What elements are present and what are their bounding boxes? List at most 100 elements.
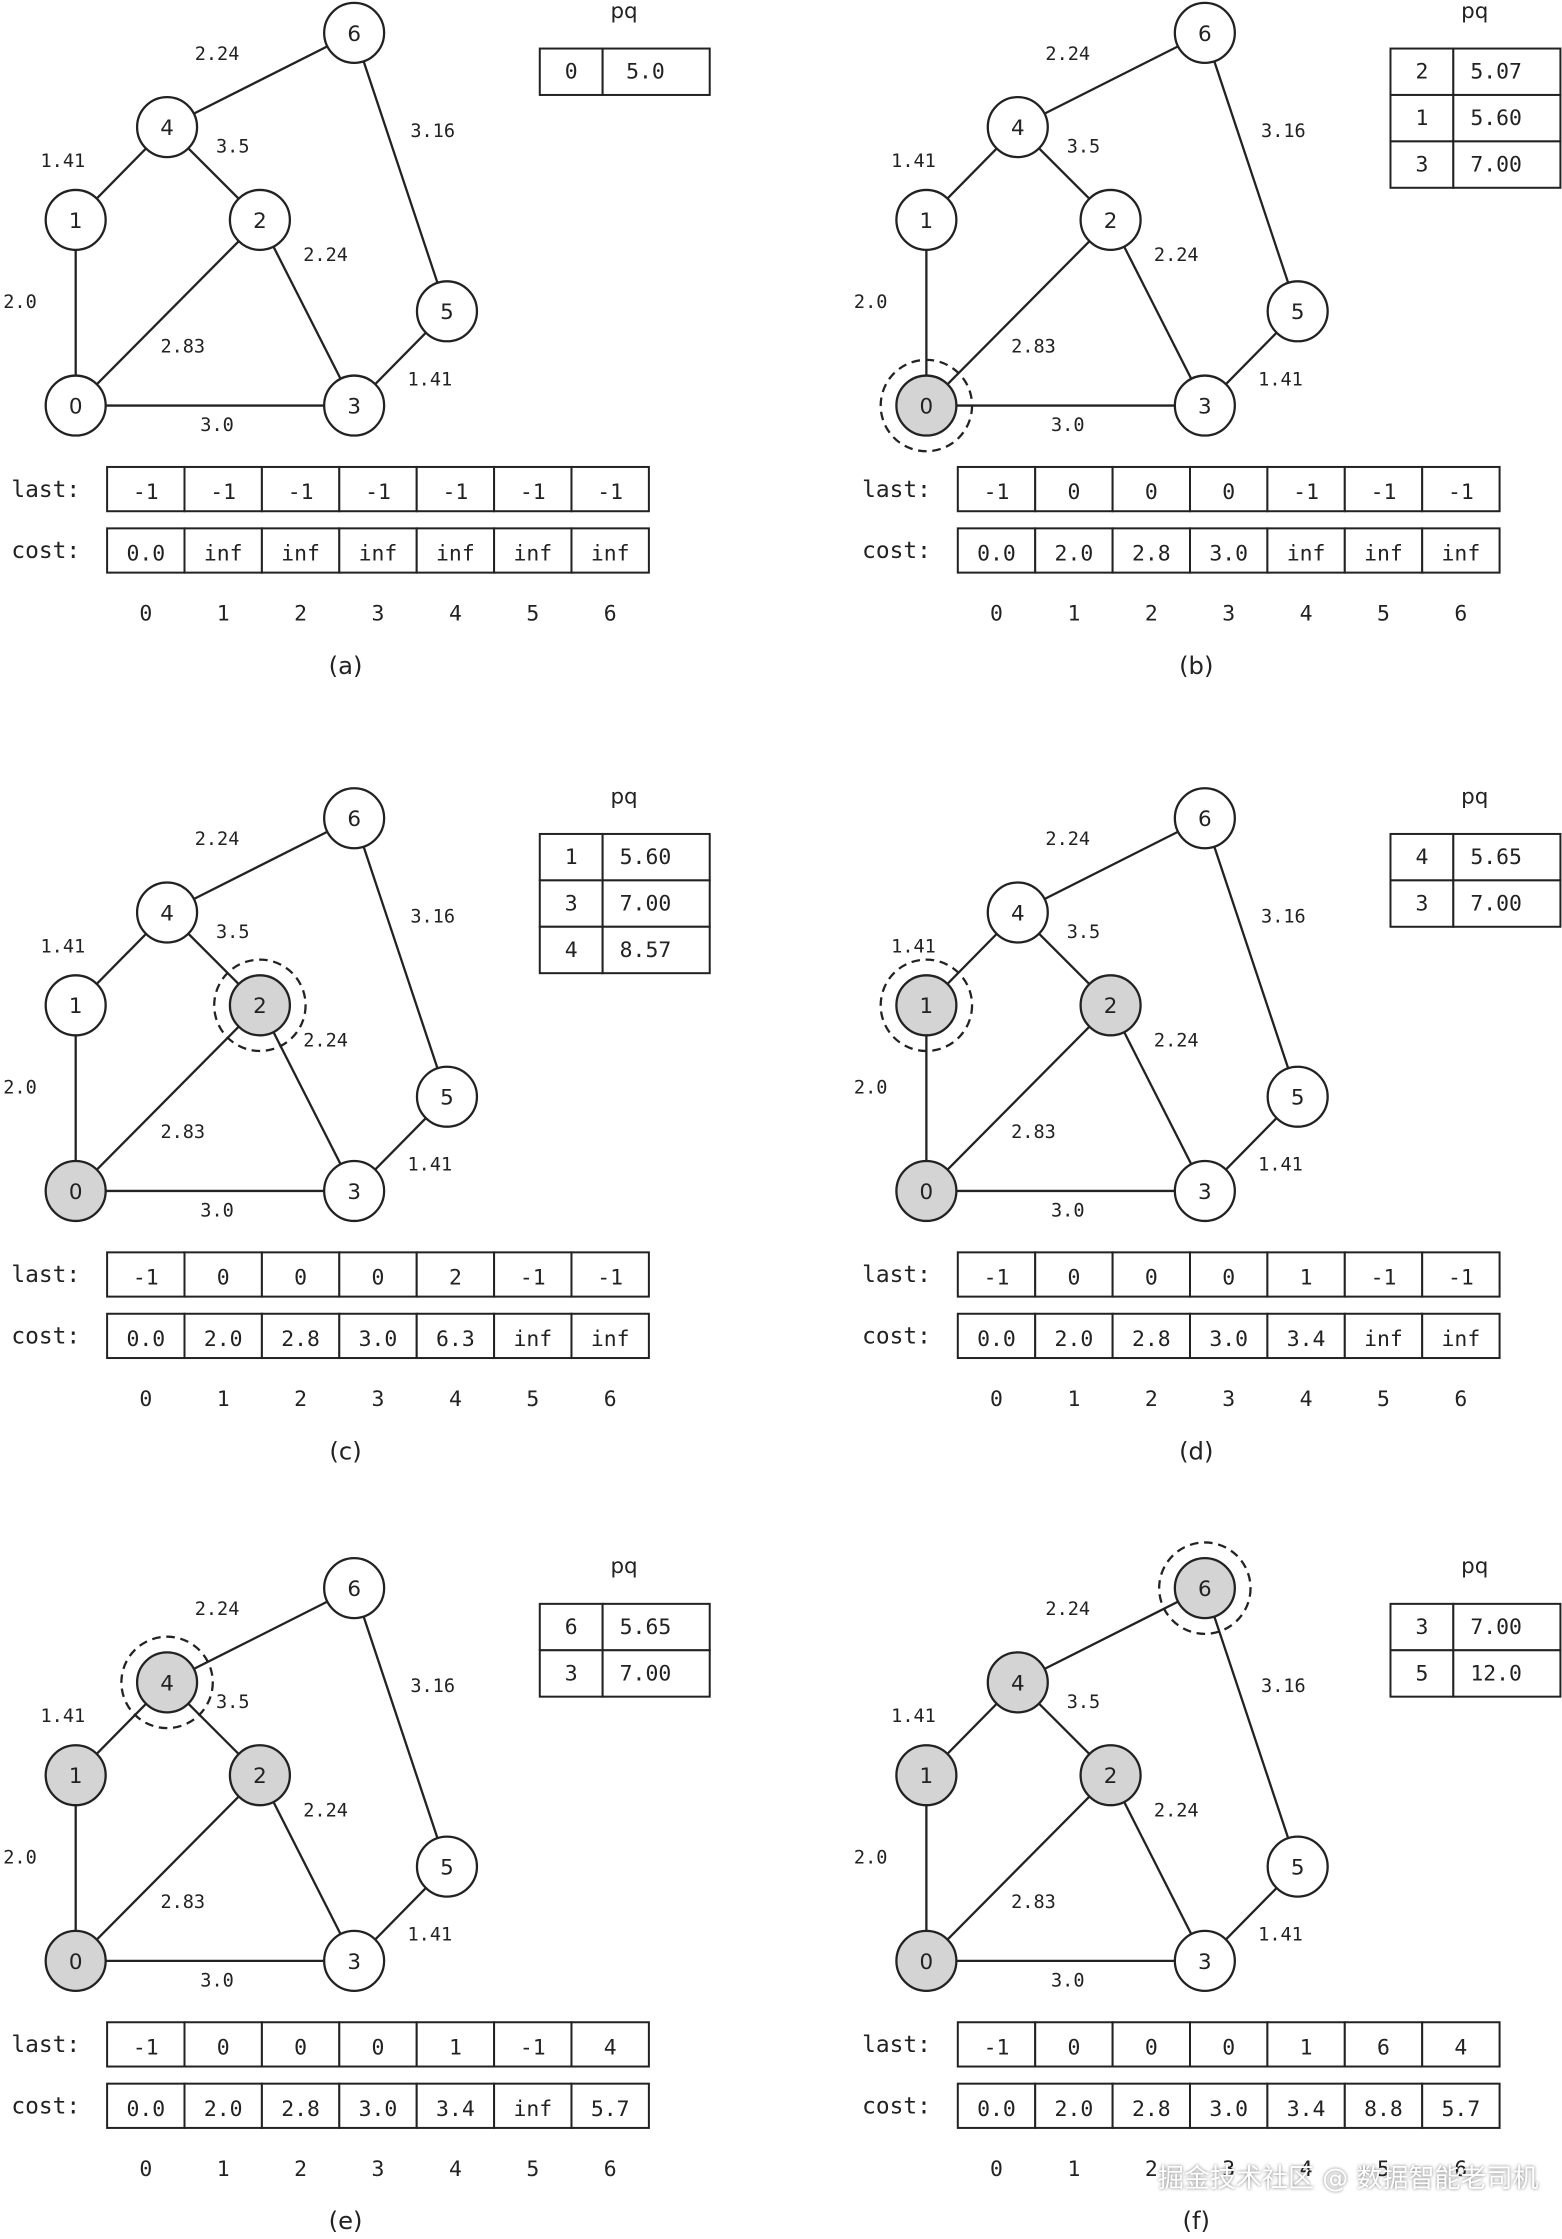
node-1 [895,1744,958,1807]
cost-value: inf [513,542,552,567]
node-label-2: 2 [1104,994,1118,1019]
last-value: 0 [294,2035,307,2060]
edge-2-3 [258,219,356,407]
cost-cell [956,2082,1037,2129]
edge-weight-3-5: 1.41 [1258,1155,1303,1176]
edge-0-2 [925,1774,1112,1962]
last-value: -1 [984,480,1010,505]
node-label-5: 5 [1291,1856,1305,1881]
pq-label: pq [610,0,637,24]
index-label: 5 [526,2157,539,2182]
cost-cell [1421,2082,1501,2129]
node-label-3: 3 [347,394,361,419]
last-label: last: [862,477,931,503]
last-value: -1 [984,2035,1010,2060]
node-label-0: 0 [920,1180,934,1205]
index-label: 6 [604,1387,617,1412]
index-label: 4 [1300,1387,1313,1412]
edge-4-6 [1017,31,1206,129]
edge-weight-0-3: 3.0 [1051,1970,1085,1991]
edge-weight-0-2: 2.83 [1011,1122,1056,1143]
pq-value: 5.07 [1470,60,1522,85]
current-node-ring [879,958,974,1053]
node-label-0: 0 [69,1180,83,1205]
cost-cell [260,2082,341,2129]
cost-cell [183,1312,263,1360]
pq-value-cell [1452,47,1562,96]
node-label-6: 6 [1198,807,1212,832]
last-value: 0 [1067,480,1080,505]
node-2 [1079,188,1142,252]
index-label: 3 [372,2157,385,2182]
index-label: 0 [139,2157,152,2182]
current-node-ring [120,1635,214,1730]
node-0 [44,1929,107,1992]
last-cell [956,2021,1037,2068]
pq-key: 4 [565,938,578,963]
pq-key-cell [1389,47,1455,96]
last-cell [183,465,263,513]
pq-value-cell [1452,879,1562,928]
cost-value: 0.0 [977,2097,1016,2122]
edge-5-6 [1203,817,1299,1098]
last-value: -1 [365,480,391,505]
cost-value: 2.0 [1055,1327,1094,1352]
edge-weight-0-2: 2.83 [160,1892,205,1913]
cost-value: inf [513,2097,552,2122]
cost-cell [1034,1312,1114,1360]
node-1 [44,188,107,252]
last-value: 1 [1300,2035,1313,2060]
cost-value: 5.7 [1442,2097,1481,2122]
pq-value: 8.57 [620,938,672,963]
panel-caption: (c) [329,1436,361,1465]
edge-4-6 [166,817,355,914]
last-cell [338,465,418,513]
node-2 [1079,1744,1142,1807]
node-4 [135,881,199,944]
last-value: 0 [1222,2035,1235,2060]
cost-label: cost: [11,2094,80,2120]
edge-weight-3-5: 1.41 [1258,1925,1303,1946]
last-value: 0 [1067,1266,1080,1291]
cost-cell [493,527,573,574]
node-label-1: 1 [69,994,83,1019]
edge-weight-4-6: 2.24 [195,829,240,850]
index-label: 1 [217,1387,230,1412]
node-2 [228,974,292,1037]
panel-caption: (b) [1179,651,1213,680]
edge-weight-4-6: 2.24 [195,44,240,65]
watermark: 掘金技术社区 @ 数据智能老司机 [1158,2164,1539,2194]
cost-value: inf [359,542,398,567]
cost-value: inf [1364,542,1403,567]
cost-value: 3.0 [359,1327,398,1352]
node-1 [44,974,107,1037]
pq-value: 12.0 [1470,1661,1522,1686]
last-value: -1 [984,1266,1010,1291]
cost-value: 2.0 [204,1327,243,1352]
pq-value: 7.00 [620,891,672,916]
cost-value: 2.0 [1055,542,1094,567]
pq-key-cell [1389,93,1455,143]
node-label-6: 6 [347,1577,361,1602]
panel-caption: (e) [329,2206,363,2235]
node-2 [1079,974,1142,1037]
node-5 [1266,1065,1329,1128]
node-label-0: 0 [920,1950,934,1975]
node-1 [895,188,958,252]
index-label: 2 [1145,1387,1158,1412]
cost-cell [1266,1312,1346,1360]
last-value: -1 [133,2035,159,2060]
pq-key: 3 [1415,152,1428,177]
edge-weight-2-4: 3.5 [216,137,250,158]
last-value: -1 [1371,1266,1397,1291]
cost-cell [570,527,650,574]
node-label-0: 0 [920,394,934,419]
pq-key-cell [538,47,604,96]
pq-value: 7.00 [1470,891,1522,916]
current-node-ring [1158,1541,1252,1635]
last-cell [570,2021,650,2068]
last-value: 0 [1222,480,1235,505]
cost-cell [570,2082,650,2129]
pq-value: 7.00 [1470,152,1522,177]
